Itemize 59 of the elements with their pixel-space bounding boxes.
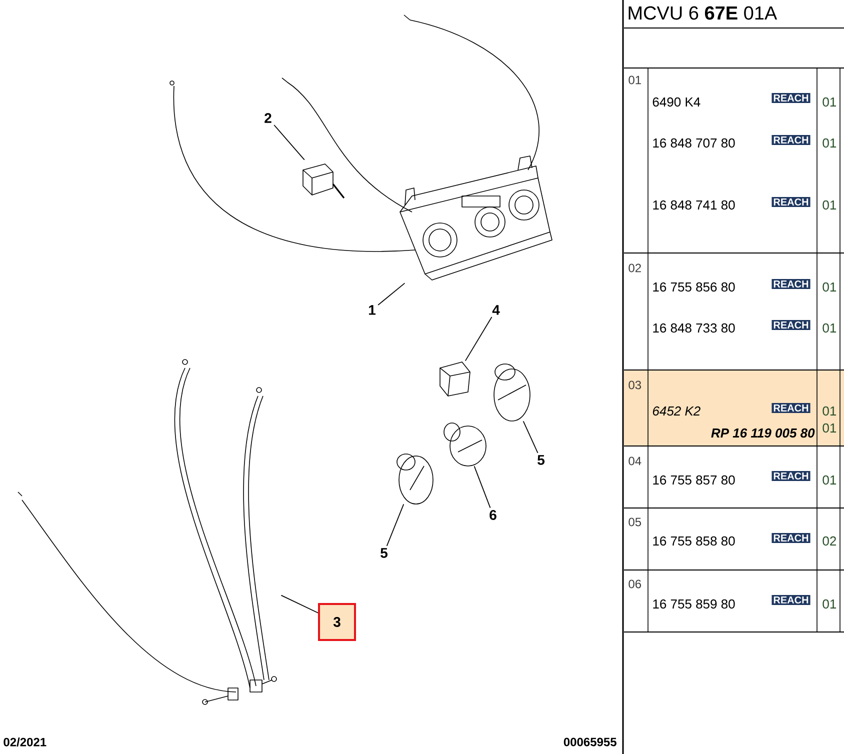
row-number: 06	[628, 580, 642, 588]
control-panel-drawing	[400, 156, 552, 280]
quantity: 01	[822, 423, 836, 433]
clip-drawing	[440, 362, 470, 396]
quantity: 01	[822, 200, 836, 210]
knob-drawing	[444, 422, 486, 466]
reach-badge: REACH	[772, 134, 810, 146]
reach-badge: REACH	[772, 402, 810, 414]
part-number: 16 755 859 80	[653, 599, 735, 609]
part-number: 16 755 857 80	[653, 475, 735, 485]
quantity: 01	[822, 282, 836, 292]
callout-number: 4	[492, 305, 500, 315]
reach-badge: REACH	[772, 532, 810, 544]
switch-drawing	[302, 164, 345, 198]
knob-drawing	[494, 364, 530, 422]
row-number: 01	[628, 76, 641, 84]
quantity: 01	[822, 599, 836, 609]
callout-number: 5	[538, 455, 545, 465]
part-number: 16 848 707 80	[653, 138, 735, 148]
leader-line	[474, 466, 491, 508]
reach-badge: REACH	[772, 594, 810, 606]
date-note: 02/2021	[4, 738, 46, 746]
knob-drawing	[396, 454, 434, 504]
leader-line	[378, 282, 406, 306]
reach-badge: REACH	[772, 470, 810, 482]
part-number: 16 848 741 80	[653, 200, 735, 210]
callout-number: 6	[490, 510, 496, 520]
reach-badge: REACH	[772, 92, 810, 104]
part-number: RP 16 119 005 80	[711, 428, 815, 438]
callout-number: 5	[380, 548, 388, 558]
quantity: 01	[822, 323, 836, 333]
leader-line	[386, 504, 404, 546]
part-number: 16 755 856 80	[653, 282, 735, 292]
quantity: 01	[822, 97, 836, 107]
part-number: 16 755 858 80	[653, 536, 735, 546]
reference-number: 00065955	[564, 738, 616, 746]
quantity: 01	[822, 475, 836, 485]
quantity: 01	[822, 138, 836, 148]
part-number: 16 848 733 80	[653, 323, 735, 333]
row-number: 02	[628, 264, 641, 272]
leader-line	[522, 420, 538, 454]
row-number: 04	[628, 456, 642, 466]
quantity: 01	[822, 406, 836, 416]
row-number: 05	[628, 518, 642, 526]
part-number: 6452 K2	[652, 406, 700, 416]
cable-bundle-drawing	[18, 359, 277, 705]
table-header: MCVU 6 67E 01A	[628, 6, 778, 20]
reach-badge: REACH	[772, 320, 810, 330]
reach-badge: REACH	[772, 196, 810, 208]
reach-badge: REACH	[772, 278, 810, 290]
callout-number: 2	[264, 113, 272, 123]
part-number: 6490 K4	[652, 97, 700, 107]
highlighted-callout-number: 3	[318, 603, 356, 641]
leader-line	[280, 594, 318, 614]
callout-number: 1	[369, 305, 376, 315]
leader-line	[464, 316, 492, 362]
leader-line	[274, 124, 305, 160]
row-number: 03	[628, 380, 642, 390]
quantity: 02	[822, 536, 836, 546]
